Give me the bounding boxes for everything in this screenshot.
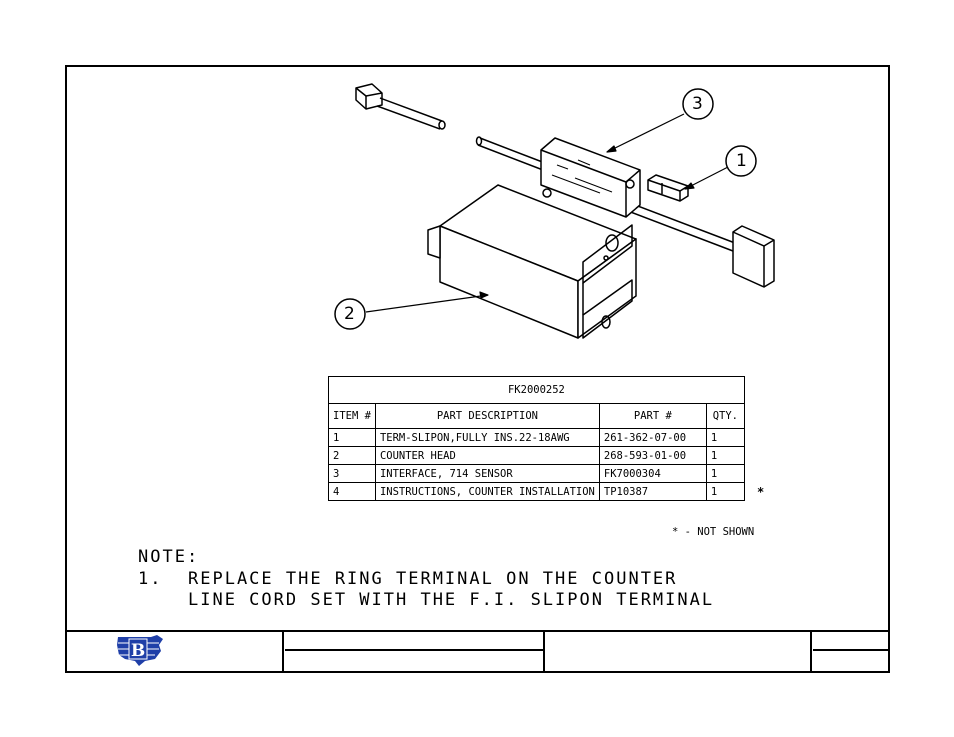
parts-table: FK2000252 ITEM # PART DESCRIPTION PART #…	[328, 376, 745, 501]
quantity: 1	[705, 446, 745, 465]
item-number: 1	[328, 428, 376, 447]
note-line-2: LINE CORD SET WITH THE F.I. SLIPON TERMI…	[188, 590, 715, 610]
company-logo: B	[115, 633, 165, 667]
note-number: 1.	[138, 569, 163, 589]
callout-1-balloon	[725, 145, 757, 177]
callout-2-balloon	[334, 298, 366, 330]
assembly-number: FK2000252	[328, 376, 745, 404]
quantity: 1	[705, 464, 745, 483]
table-row: 4 INSTRUCTIONS, COUNTER INSTALLATION TP1…	[328, 482, 745, 501]
part-description: COUNTER HEAD	[374, 446, 600, 465]
counter-head	[427, 184, 637, 339]
header-description: PART DESCRIPTION	[374, 403, 600, 429]
note-heading: NOTE:	[138, 547, 200, 567]
header-part: PART #	[598, 403, 707, 429]
callout-2-label: 2	[344, 304, 355, 324]
part-number: FK7000304	[598, 464, 707, 483]
header-item: ITEM #	[328, 403, 376, 429]
not-shown-legend: * - NOT SHOWN	[672, 526, 755, 538]
slipon-terminal	[647, 174, 689, 202]
part-description: INTERFACE, 714 SENSOR	[374, 464, 600, 483]
table-row: 2 COUNTER HEAD 268-593-01-00 1	[328, 446, 745, 465]
callout-1-label: 1	[736, 151, 747, 171]
header-qty: QTY.	[705, 403, 745, 429]
loose-terminal-connector	[355, 83, 446, 130]
svg-text:B: B	[131, 641, 145, 661]
not-shown-marker: *	[757, 485, 765, 499]
part-number: 261-362-07-00	[598, 428, 707, 447]
title-block: B	[65, 630, 890, 673]
plug-block	[732, 225, 775, 288]
us-map-logo-icon: B	[117, 635, 163, 666]
callout-3-balloon	[682, 88, 714, 120]
note-line-1: REPLACE THE RING TERMINAL ON THE COUNTER	[188, 569, 678, 589]
leader-lines	[365, 113, 729, 313]
drawing-border	[65, 65, 890, 673]
interface-sensor	[540, 137, 641, 218]
table-row: 1 TERM-SLIPON,FULLY INS.22-18AWG 261-362…	[328, 428, 745, 447]
line-cord-wire	[475, 136, 736, 252]
quantity: 1	[705, 482, 745, 501]
item-number: 3	[328, 464, 376, 483]
item-number: 4	[328, 482, 376, 501]
callout-3-label: 3	[692, 94, 703, 114]
table-row: 3 INTERFACE, 714 SENSOR FK7000304 1	[328, 464, 745, 483]
part-number: 268-593-01-00	[598, 446, 707, 465]
quantity: 1	[705, 428, 745, 447]
part-description: INSTRUCTIONS, COUNTER INSTALLATION	[374, 482, 600, 501]
item-number: 2	[328, 446, 376, 465]
part-description: TERM-SLIPON,FULLY INS.22-18AWG	[374, 428, 600, 447]
table-header-row: ITEM # PART DESCRIPTION PART # QTY.	[328, 403, 745, 429]
part-number: TP10387	[598, 482, 707, 501]
